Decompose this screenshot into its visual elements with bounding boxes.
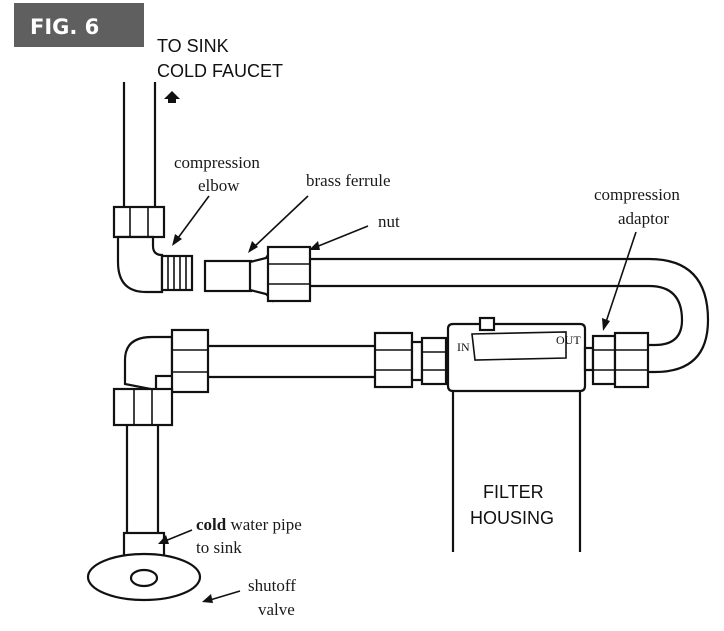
filter-cap [478, 316, 496, 332]
cold-water-pipe-arrowhead [158, 535, 169, 544]
ferrule-nut [266, 245, 312, 303]
elbow-thread [160, 254, 194, 292]
cold-word: cold [196, 515, 227, 534]
lower-nut [112, 387, 174, 427]
cold-faucet-label: COLD FAUCET [157, 61, 283, 81]
elbow-body [116, 235, 164, 294]
compression-elbow-leader [177, 195, 210, 239]
shutoff-valve-label-line1: shutoff [248, 576, 296, 595]
filter-housing-label-line1: FILTER [483, 482, 544, 502]
brass-ferrule-label: brass ferrule [306, 171, 391, 190]
cold-water-pipe-label-line2: to sink [196, 538, 242, 557]
compression-elbow-label-line2: elbow [198, 176, 240, 195]
up-arrow-icon [164, 91, 180, 103]
filter-inlet-pipe [208, 344, 375, 379]
to-sink-label: TO SINK [157, 36, 229, 56]
filter-housing: IN OUT [446, 316, 587, 552]
lower-elbow [123, 328, 210, 395]
brass-ferrule-arrowhead [248, 241, 258, 253]
shutoff-valve-label-line2: valve [258, 600, 295, 619]
brass-ferrule [203, 248, 274, 303]
figure-tag-background [14, 3, 144, 47]
compression-adaptor-arrowhead [602, 318, 610, 331]
faucet-supply-pipe [122, 82, 157, 207]
nut-leader [315, 225, 369, 248]
cold-water-pipe-label-line1: cold water pipe [196, 515, 302, 534]
nut-label: nut [378, 212, 400, 231]
inlet-fitting [373, 331, 448, 389]
filter-in-label: IN [457, 340, 470, 354]
nut-arrowhead [309, 241, 320, 250]
elbow-nut [112, 205, 166, 239]
cold-water-pipe [112, 387, 174, 533]
filter-out-label: OUT [556, 333, 581, 347]
brass-ferrule-leader [253, 195, 309, 248]
filter-outlet-tube [310, 257, 710, 374]
shutoff-valve-arrowhead [202, 594, 213, 603]
compression-elbow [112, 205, 194, 294]
shutoff-valve-leader [209, 590, 241, 601]
compression-adaptor-label-line1: compression [594, 185, 680, 204]
water-pipe-words: water pipe [226, 515, 302, 534]
compression-adaptor-label-line2: adaptor [618, 209, 669, 228]
filter-housing-label-line2: HOUSING [470, 508, 554, 528]
figure-tag: FIG. 6 [14, 3, 144, 47]
compression-adaptor-leader [605, 231, 637, 323]
shutoff-valve [86, 531, 202, 602]
compression-adaptor [583, 331, 650, 389]
figure-tag-label: FIG. 6 [30, 15, 99, 39]
compression-elbow-arrowhead [172, 234, 182, 246]
cold-water-pipe-leader [164, 529, 193, 542]
compression-elbow-label-line1: compression [174, 153, 260, 172]
